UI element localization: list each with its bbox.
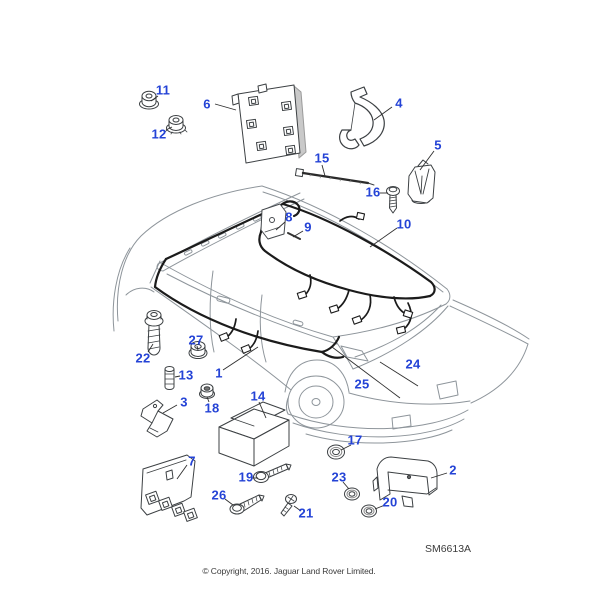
callout-8: 8 xyxy=(285,209,293,225)
callout-17: 17 xyxy=(347,432,363,448)
callout-18: 18 xyxy=(204,400,220,416)
leader-line-20 xyxy=(374,504,386,510)
leader-lines xyxy=(147,95,448,512)
callout-7: 7 xyxy=(188,453,196,469)
leader-line-3 xyxy=(162,404,178,414)
part-3-bracket xyxy=(140,399,174,438)
part-22-bolt xyxy=(144,310,164,356)
callout-1: 1 xyxy=(215,365,223,381)
callout-24: 24 xyxy=(405,356,421,372)
callout-25: 25 xyxy=(354,376,370,392)
wiring-harness xyxy=(153,200,436,359)
callout-15: 15 xyxy=(314,150,330,166)
leader-line-25 xyxy=(331,346,401,399)
harness-connectors xyxy=(218,211,414,354)
leader-line-5 xyxy=(419,150,435,171)
callout-20: 20 xyxy=(382,494,398,510)
leader-line-10 xyxy=(369,227,398,248)
part-20-grommet xyxy=(361,504,377,518)
callout-26: 26 xyxy=(211,487,227,503)
leader-line-18 xyxy=(206,396,210,403)
callout-2: 2 xyxy=(449,462,457,478)
leader-line-26 xyxy=(224,498,234,506)
leader-line-6 xyxy=(214,103,237,111)
part-4-hook-bracket xyxy=(339,86,385,150)
part-18-nut xyxy=(199,383,215,399)
part-19-bolt xyxy=(253,463,292,483)
callout-3: 3 xyxy=(180,394,188,410)
part-27-nut xyxy=(188,341,208,359)
callout-10: 10 xyxy=(396,216,412,232)
callout-14: 14 xyxy=(250,388,266,404)
part-12-nut xyxy=(164,115,188,135)
leader-line-17 xyxy=(340,444,352,451)
part-17-grommet xyxy=(327,444,345,460)
leader-line-4 xyxy=(373,106,393,121)
callout-5: 5 xyxy=(434,137,442,153)
part-5-clip xyxy=(407,159,436,204)
leader-line-27 xyxy=(196,345,199,351)
part-23-grommet xyxy=(344,487,360,501)
drawing-code: SM6613A xyxy=(424,543,472,555)
leader-line-14 xyxy=(258,401,267,419)
part-8-bracket xyxy=(260,203,287,240)
part-2-channel-bracket xyxy=(372,456,438,508)
leader-line-22 xyxy=(147,343,154,353)
copyright-text: © Copyright, 2016. Jaguar Land Rover Lim… xyxy=(202,566,376,576)
part-6-bracket xyxy=(231,83,307,164)
callout-13: 13 xyxy=(178,367,194,383)
callout-21: 21 xyxy=(298,505,314,521)
part-16-screw xyxy=(386,186,400,214)
callout-27: 27 xyxy=(188,332,204,348)
leader-line-13 xyxy=(174,375,181,378)
part-21-screw xyxy=(280,494,297,517)
callout-22: 22 xyxy=(135,350,151,366)
bracket-clip-row xyxy=(145,490,198,522)
leader-line-7 xyxy=(176,464,188,480)
leader-line-11 xyxy=(150,95,159,102)
leader-line-24 xyxy=(379,361,419,387)
part-26-bolt xyxy=(229,494,265,515)
callout-6: 6 xyxy=(203,96,211,112)
leader-line-15 xyxy=(321,164,326,177)
leader-line-21 xyxy=(293,505,302,512)
callout-23: 23 xyxy=(331,469,347,485)
part-11-nut xyxy=(139,90,159,110)
part-13-stud xyxy=(164,366,175,390)
car-body-outline xyxy=(112,185,530,444)
leader-line-1 xyxy=(222,346,259,371)
leader-line-8 xyxy=(275,221,286,231)
part-7-bracket xyxy=(140,454,198,522)
callout-11: 11 xyxy=(155,82,171,98)
leader-line-23 xyxy=(342,481,350,490)
part-14-box xyxy=(218,401,290,467)
callout-16: 16 xyxy=(365,184,381,200)
callout-4: 4 xyxy=(395,95,403,111)
callout-12: 12 xyxy=(151,126,167,142)
leader-line-2 xyxy=(430,472,448,479)
callout-9: 9 xyxy=(304,219,312,235)
callout-19: 19 xyxy=(238,469,254,485)
leader-line-12 xyxy=(165,126,173,131)
leader-line-9 xyxy=(292,230,304,238)
bracket-clips xyxy=(245,95,297,156)
part-15-cable-strap xyxy=(294,168,375,186)
